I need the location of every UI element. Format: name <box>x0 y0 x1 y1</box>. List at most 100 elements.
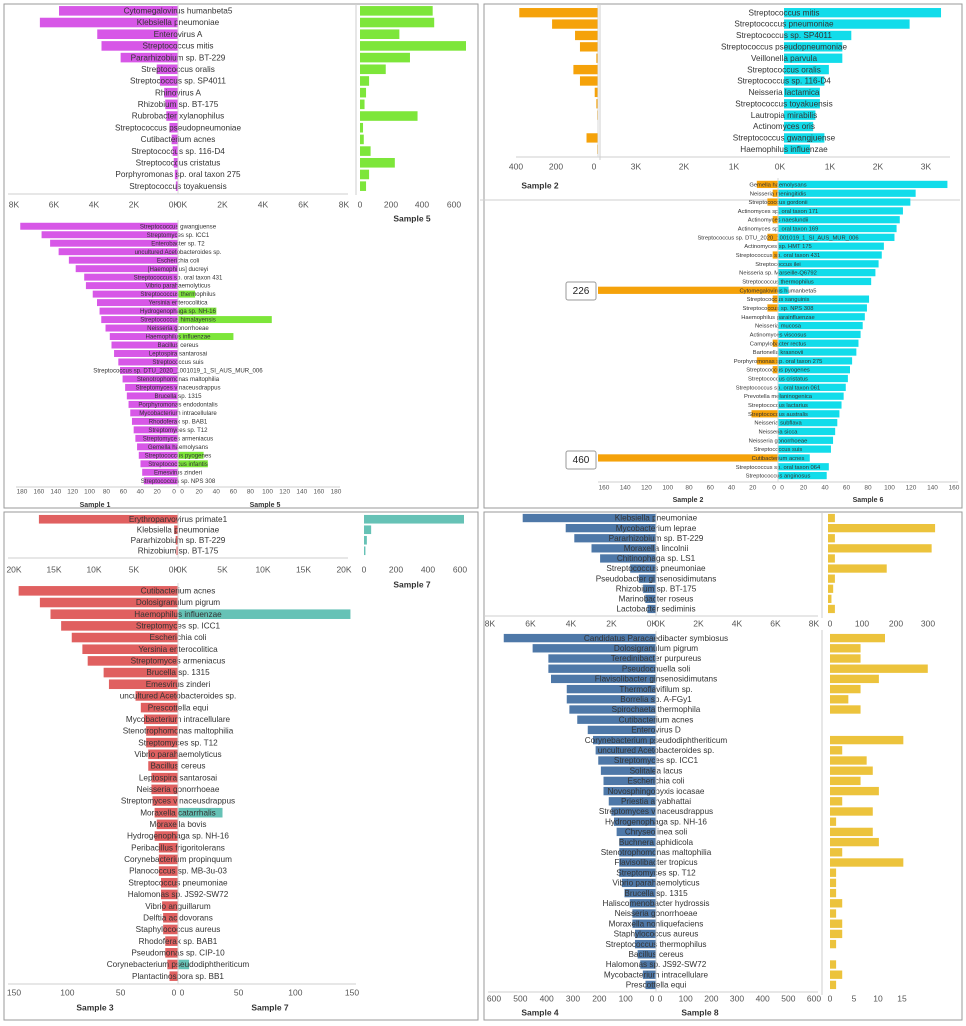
bar-left <box>519 8 598 18</box>
bar-right <box>830 664 928 673</box>
bar-right <box>830 684 861 694</box>
category-label: Veillonella parvula <box>751 54 817 63</box>
bar-left <box>629 899 656 908</box>
bar-left <box>146 737 178 748</box>
bar-left <box>566 695 656 704</box>
tick-label: 150 <box>7 987 21 997</box>
tick-label: 0K <box>169 199 180 209</box>
bar-left <box>598 454 778 462</box>
axis-title: Sample 5 <box>393 213 431 223</box>
category-label: Streptococcus pneumoniae <box>734 20 834 29</box>
tick-label: 200 <box>549 161 563 171</box>
bar-left <box>169 971 178 981</box>
bar-right <box>830 735 904 745</box>
category-label: Streptococcus toyakuensis <box>735 99 832 108</box>
bar-left <box>165 99 178 110</box>
tick-label: 200 <box>889 618 903 628</box>
bar-left <box>68 256 178 264</box>
tick-label: 10 <box>873 993 883 1003</box>
bar-right <box>830 786 879 796</box>
bar-left <box>751 410 778 418</box>
tick-label: 8K <box>339 199 350 209</box>
tick-label: 400 <box>415 199 429 209</box>
bar-left <box>566 684 656 694</box>
bar-left <box>575 30 598 41</box>
bar-left <box>767 198 778 206</box>
bar-left <box>151 784 178 795</box>
tick-label: 4K <box>566 618 577 628</box>
bar-left <box>164 87 178 98</box>
bar-right <box>828 564 887 573</box>
axis-title: Sample 4 <box>521 1007 559 1017</box>
bar-right <box>828 534 835 543</box>
tick-label: 120 <box>906 485 917 492</box>
bar-left <box>137 443 178 451</box>
bar-right <box>828 584 834 593</box>
bar-left <box>591 544 656 553</box>
bar-right <box>360 157 395 168</box>
bar-left <box>161 877 178 888</box>
bar-left <box>131 417 178 425</box>
bar-left <box>573 64 598 75</box>
bar-left <box>174 525 178 535</box>
bar-left <box>156 64 178 75</box>
bar-right <box>360 111 418 121</box>
bar-left <box>619 868 656 877</box>
bar-right <box>778 180 948 189</box>
bar-left <box>637 950 656 959</box>
bar-right <box>778 251 882 259</box>
value-callout: 460 <box>573 455 590 466</box>
bar-left <box>140 460 178 468</box>
tick-label: 600 <box>447 199 461 209</box>
bar-left <box>574 534 656 543</box>
tick-label: 4K <box>89 199 100 209</box>
bar-left <box>548 664 656 673</box>
bar-right <box>360 134 364 145</box>
bar-right <box>778 207 903 215</box>
bar-right <box>778 463 829 471</box>
bar-right <box>830 848 843 857</box>
bar-left <box>38 514 179 524</box>
bar-left <box>596 53 598 63</box>
bar-left <box>619 848 656 857</box>
category-label: Haemophilus influenzae <box>740 145 828 154</box>
bar-left <box>114 350 178 357</box>
bar-left <box>142 468 178 476</box>
bar-right <box>830 980 837 990</box>
bar-right <box>830 960 837 969</box>
bar-right <box>178 316 272 324</box>
tick-label: 500 <box>781 993 795 1003</box>
category-label: Streptococcus pseudopneumoniae <box>721 43 848 52</box>
bar-right <box>828 513 835 523</box>
tick-label: 100 <box>884 485 895 492</box>
tick-label: 300 <box>566 993 580 1003</box>
bar-left <box>593 735 656 745</box>
bar-left <box>18 586 178 596</box>
tick-label: 20K <box>6 564 21 574</box>
bar-left <box>603 776 656 786</box>
tick-label: 0K <box>169 564 180 574</box>
bar-left <box>39 17 178 28</box>
value-callout-box <box>565 450 597 470</box>
bar-left <box>82 644 178 655</box>
bar-left <box>772 216 778 224</box>
bar-right <box>784 87 820 98</box>
bar-left <box>638 574 656 583</box>
bar-left <box>579 42 598 52</box>
bar-left <box>133 426 178 434</box>
tick-label: 120 <box>67 489 78 496</box>
tick-label: 80 <box>247 489 255 496</box>
bar-left <box>148 749 178 760</box>
tick-label: 100 <box>679 993 693 1003</box>
category-label: Streptococcus sp. SP4011 <box>736 31 832 40</box>
bar-left <box>579 76 598 86</box>
bar-right <box>784 8 942 18</box>
bar-left <box>614 817 656 826</box>
bar-left <box>598 756 656 765</box>
bar-left <box>595 746 656 755</box>
bar-right <box>360 169 370 180</box>
bar-right <box>784 110 816 120</box>
bar-left <box>772 366 778 374</box>
tick-label: 2K <box>217 199 228 209</box>
